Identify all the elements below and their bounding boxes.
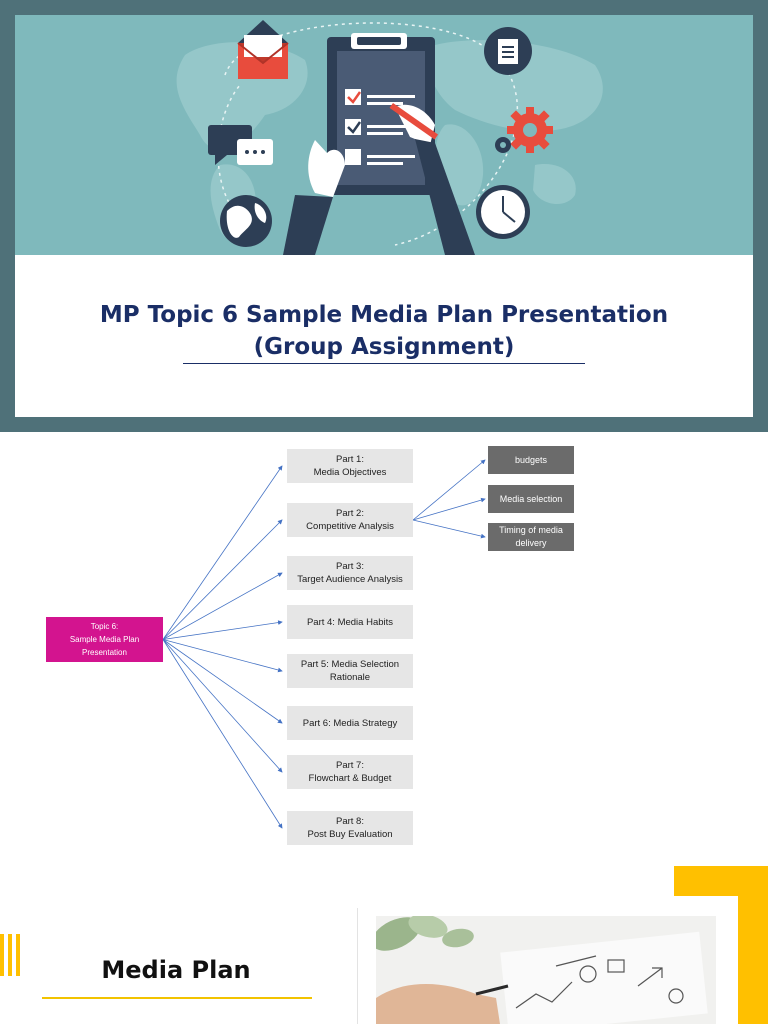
hero-illustration <box>15 15 753 255</box>
envelope-icon <box>237 20 289 79</box>
sketch-photo <box>376 916 716 1024</box>
connector-part-2-to-sub-node-budgets <box>412 459 486 521</box>
sub-1-line-1: budgets <box>514 454 548 465</box>
slide-subtitle: (Group Assignment) <box>253 334 515 360</box>
yellow-frame <box>738 866 768 1024</box>
doodles-icon <box>515 955 684 1009</box>
sub-3-line-1: Timing of media <box>499 525 563 535</box>
part-8-node: Part 8: Post Buy Evaluation <box>287 811 413 845</box>
hand-icon <box>376 984 509 1024</box>
part-7-node: Part 7: Flowchart & Budget <box>287 755 413 789</box>
root-line-2: Sample Media Plan <box>69 635 140 644</box>
chat-bubbles-icon <box>208 125 273 165</box>
clock-icon <box>476 185 530 239</box>
sub-node-media-selection: Media selection <box>488 485 574 513</box>
connector-root-to-part-1 <box>162 465 283 640</box>
vertical-divider <box>357 908 358 1024</box>
connector-root-to-part-5 <box>162 639 283 673</box>
connector-root-to-part-6 <box>162 639 283 724</box>
connector-part-2-to-sub-node-timing <box>412 519 486 539</box>
sub-node-budgets: budgets <box>488 446 574 474</box>
title-underline <box>183 363 585 364</box>
part-2-node: Part 2: Competitive Analysis <box>287 503 413 537</box>
accent-bar <box>16 934 20 976</box>
sub-3-line-2: delivery <box>515 538 547 548</box>
part-1-line-1: Part 1: <box>336 454 364 465</box>
part-4-line-1: Part 4: Media Habits <box>306 616 394 628</box>
part-5-line-2: Rationale <box>329 672 371 683</box>
part-4-node: Part 4: Media Habits <box>287 605 413 639</box>
document-icon <box>484 27 532 75</box>
part-7-line-1: Part 7: <box>336 760 364 771</box>
connector-part-2-to-sub-node-media-selection <box>412 497 486 521</box>
connector-root-to-part-4 <box>162 620 283 640</box>
accent-bar <box>0 934 4 976</box>
part-8-line-1: Part 8: <box>336 816 364 827</box>
root-line-3: Presentation <box>82 648 127 657</box>
sub-node-timing: Timing of media delivery <box>488 523 574 551</box>
checklist-illustration <box>176 20 603 255</box>
part-3-line-1: Part 3: <box>336 561 364 572</box>
part-5-line-1: Part 5: Media Selection <box>300 659 400 670</box>
part-6-line-1: Part 6: Media Strategy <box>302 717 398 729</box>
media-plan-slide: Media Plan <box>0 864 768 1024</box>
connector-lines <box>162 459 486 829</box>
part-2-line-1: Part 2: <box>336 508 364 519</box>
connector-root-to-part-3 <box>162 572 283 640</box>
part-3-node: Part 3: Target Audience Analysis <box>287 556 413 590</box>
part-5-node: Part 5: Media Selection Rationale <box>287 654 413 688</box>
gear-icon <box>495 107 553 153</box>
connector-root-to-part-2 <box>162 519 283 640</box>
part-7-line-2: Flowchart & Budget <box>308 773 392 784</box>
title-box: MP Topic 6 Sample Media Plan Presentatio… <box>15 255 753 417</box>
part-1-node: Part 1: Media Objectives <box>287 449 413 483</box>
mindmap-slide: Topic 6: Sample Media Plan Presentation … <box>0 432 768 864</box>
connector-root-to-part-8 <box>162 639 283 829</box>
sub-2-line-1: Media selection <box>499 493 563 504</box>
media-plan-title: Media Plan <box>101 956 251 984</box>
hands-icon <box>283 103 475 255</box>
hand-drawing-image <box>376 916 716 1024</box>
root-node-topic-6: Topic 6: Sample Media Plan Presentation <box>46 617 163 662</box>
globe-icon <box>220 195 272 247</box>
part-3-line-2: Target Audience Analysis <box>297 574 403 585</box>
part-2-line-2: Competitive Analysis <box>306 521 394 532</box>
part-1-line-2: Media Objectives <box>313 467 387 478</box>
part-6-node: Part 6: Media Strategy <box>287 706 413 740</box>
title-slide: MP Topic 6 Sample Media Plan Presentatio… <box>0 0 768 432</box>
clipboard-icon <box>327 33 435 195</box>
part-8-line-2: Post Buy Evaluation <box>307 829 393 840</box>
accent-bar <box>8 934 12 976</box>
slide-title: MP Topic 6 Sample Media Plan Presentatio… <box>99 302 669 328</box>
media-plan-underline <box>42 997 312 999</box>
connector-root-to-part-7 <box>162 639 283 773</box>
leaves-icon <box>376 916 474 951</box>
root-line-1: Topic 6: <box>90 622 119 631</box>
